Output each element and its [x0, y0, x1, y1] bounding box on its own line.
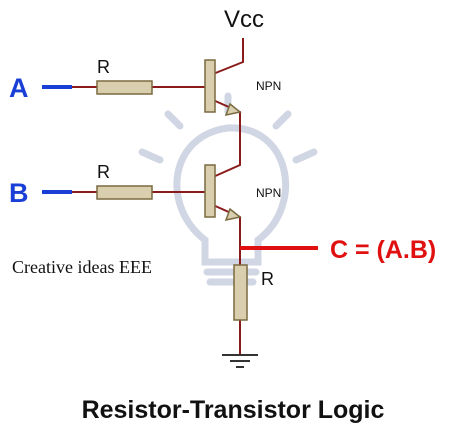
vcc-label: Vcc: [224, 6, 264, 33]
lightbulb-icon: [138, 92, 318, 286]
resistor-out: [233, 264, 248, 321]
transistor-top-emitter-arrow: [224, 102, 242, 117]
ground-icon: [222, 354, 258, 368]
diagram-title: Resistor-Transistor Logic: [82, 396, 385, 424]
output-c-label: C = (A.B): [330, 236, 436, 264]
resistor-out-label: R: [261, 269, 274, 289]
input-b-label: B: [9, 178, 29, 208]
resistor-b-label: R: [97, 162, 110, 182]
watermark-text: Creative ideas EEE: [12, 257, 152, 277]
transistor-top-label: NPN: [256, 79, 281, 93]
transistor-bottom-emitter-arrow: [224, 207, 242, 222]
resistor-a: [96, 80, 153, 95]
transistor-bottom-label: NPN: [256, 186, 281, 200]
resistor-b: [96, 185, 153, 200]
input-a-label: A: [9, 73, 29, 103]
resistor-a-label: R: [97, 57, 110, 77]
transistor-bottom-base: [204, 164, 216, 218]
transistor-top-base: [204, 59, 216, 113]
circuit-wires: [72, 38, 244, 355]
